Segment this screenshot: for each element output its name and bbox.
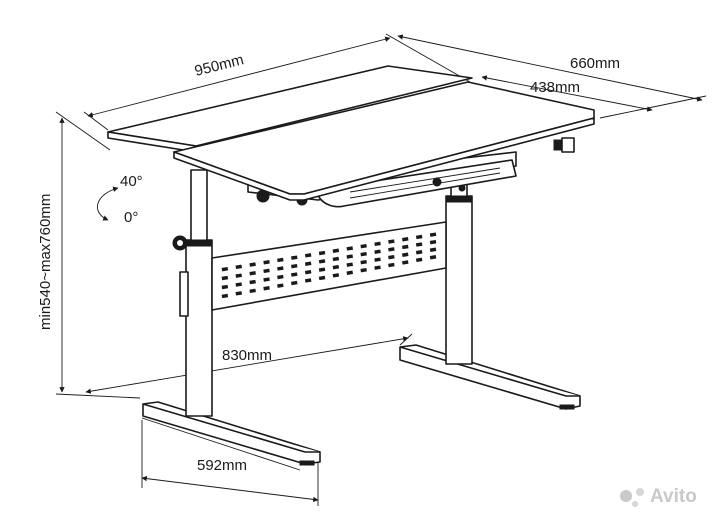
crossbar-hole [249,271,256,276]
label-height-range: min540~max760mm [37,194,54,330]
label-span-830: 830mm [222,347,272,364]
crossbar-hole [263,268,270,274]
crossbar-hole [402,252,409,257]
label-depth-660: 660mm [570,55,620,72]
crossbar-hole [374,257,381,262]
crossbar-hole [374,265,381,270]
crossbar-hole [388,262,395,268]
watermark-text: Avito [650,486,697,507]
tilt-arc [97,186,119,221]
crossbar-hole [429,239,437,245]
right-leg [445,171,473,365]
crossbar-hole [277,274,284,280]
label-depth-438: 438mm [530,79,580,96]
crossbar-hole [263,277,270,282]
crossbar-hole [235,282,242,287]
crossbar-hole [429,255,437,260]
label-tilt-0: 0° [124,209,138,226]
crossbar-hole [304,278,312,283]
right-foot [399,344,581,410]
crossbar-hole [221,293,229,299]
avito-watermark: Avito [620,486,697,507]
crossbar-hole [415,234,423,240]
crossbar-hole [346,246,353,251]
crossbar-panel [211,221,447,311]
crossbar-hole [346,254,353,259]
crossbar-hole [263,286,270,291]
crossbar-hole [374,249,381,254]
crossbar-hole [388,254,395,260]
crossbar-hole [388,239,395,244]
crossbar-hole [388,247,395,252]
crossbar-hole [402,237,409,242]
crossbar-hole [402,260,409,265]
crossbar-hole [221,275,229,281]
label-tilt-40: 40° [120,173,143,190]
crossbar-hole [291,280,298,286]
crossbar-hole [415,242,423,247]
label-foot-592: 592mm [197,457,247,474]
crossbar-hole [346,262,353,267]
crossbar-hole [374,241,381,247]
crossbar-hole [291,272,298,277]
crossbar-hole [221,284,229,290]
left-leg [172,169,213,417]
crossbar-hole [304,269,312,275]
left-foot [142,401,321,466]
crossbar-hole [235,273,242,278]
crossbar-hole [277,257,284,263]
crossbar-hole [263,260,270,265]
crossbar-hole [304,253,312,258]
crossbar-hole [318,275,326,281]
crossbar-hole [360,267,367,273]
tabletop [107,65,595,201]
crossbar-hole [346,270,353,275]
dimension-lines [55,33,707,506]
crossbar-hole [318,259,326,264]
crossbar-hole [249,288,256,294]
crossbar-hole [277,283,284,288]
crossbar-hole [360,251,367,257]
crossbar-hole [429,247,437,252]
crossbar-hole [221,266,229,272]
crossbar-hole [291,255,298,260]
crossbar-hole [249,262,256,267]
crossbar-hole [360,243,367,249]
crossbar-hole [429,232,437,237]
crossbar-hole [415,257,423,263]
label-width-950: 950mm [193,51,246,80]
crossbar-hole [332,256,340,262]
crossbar-hole [360,259,367,265]
crossbar-hole [235,264,242,270]
crossbar-hole [304,261,312,266]
crossbar-hole [332,248,340,253]
crossbar-hole [291,263,298,269]
crossbar-hole [277,266,284,271]
crossbar-hole [235,291,242,296]
crossbar-hole [332,273,340,278]
crossbar-hole [249,279,256,285]
crossbar-hole [318,250,326,256]
crossbar-hole [318,267,326,272]
crossbar-hole [332,264,340,270]
crossbar-hole [415,250,423,255]
crossbar-hole [402,244,409,250]
